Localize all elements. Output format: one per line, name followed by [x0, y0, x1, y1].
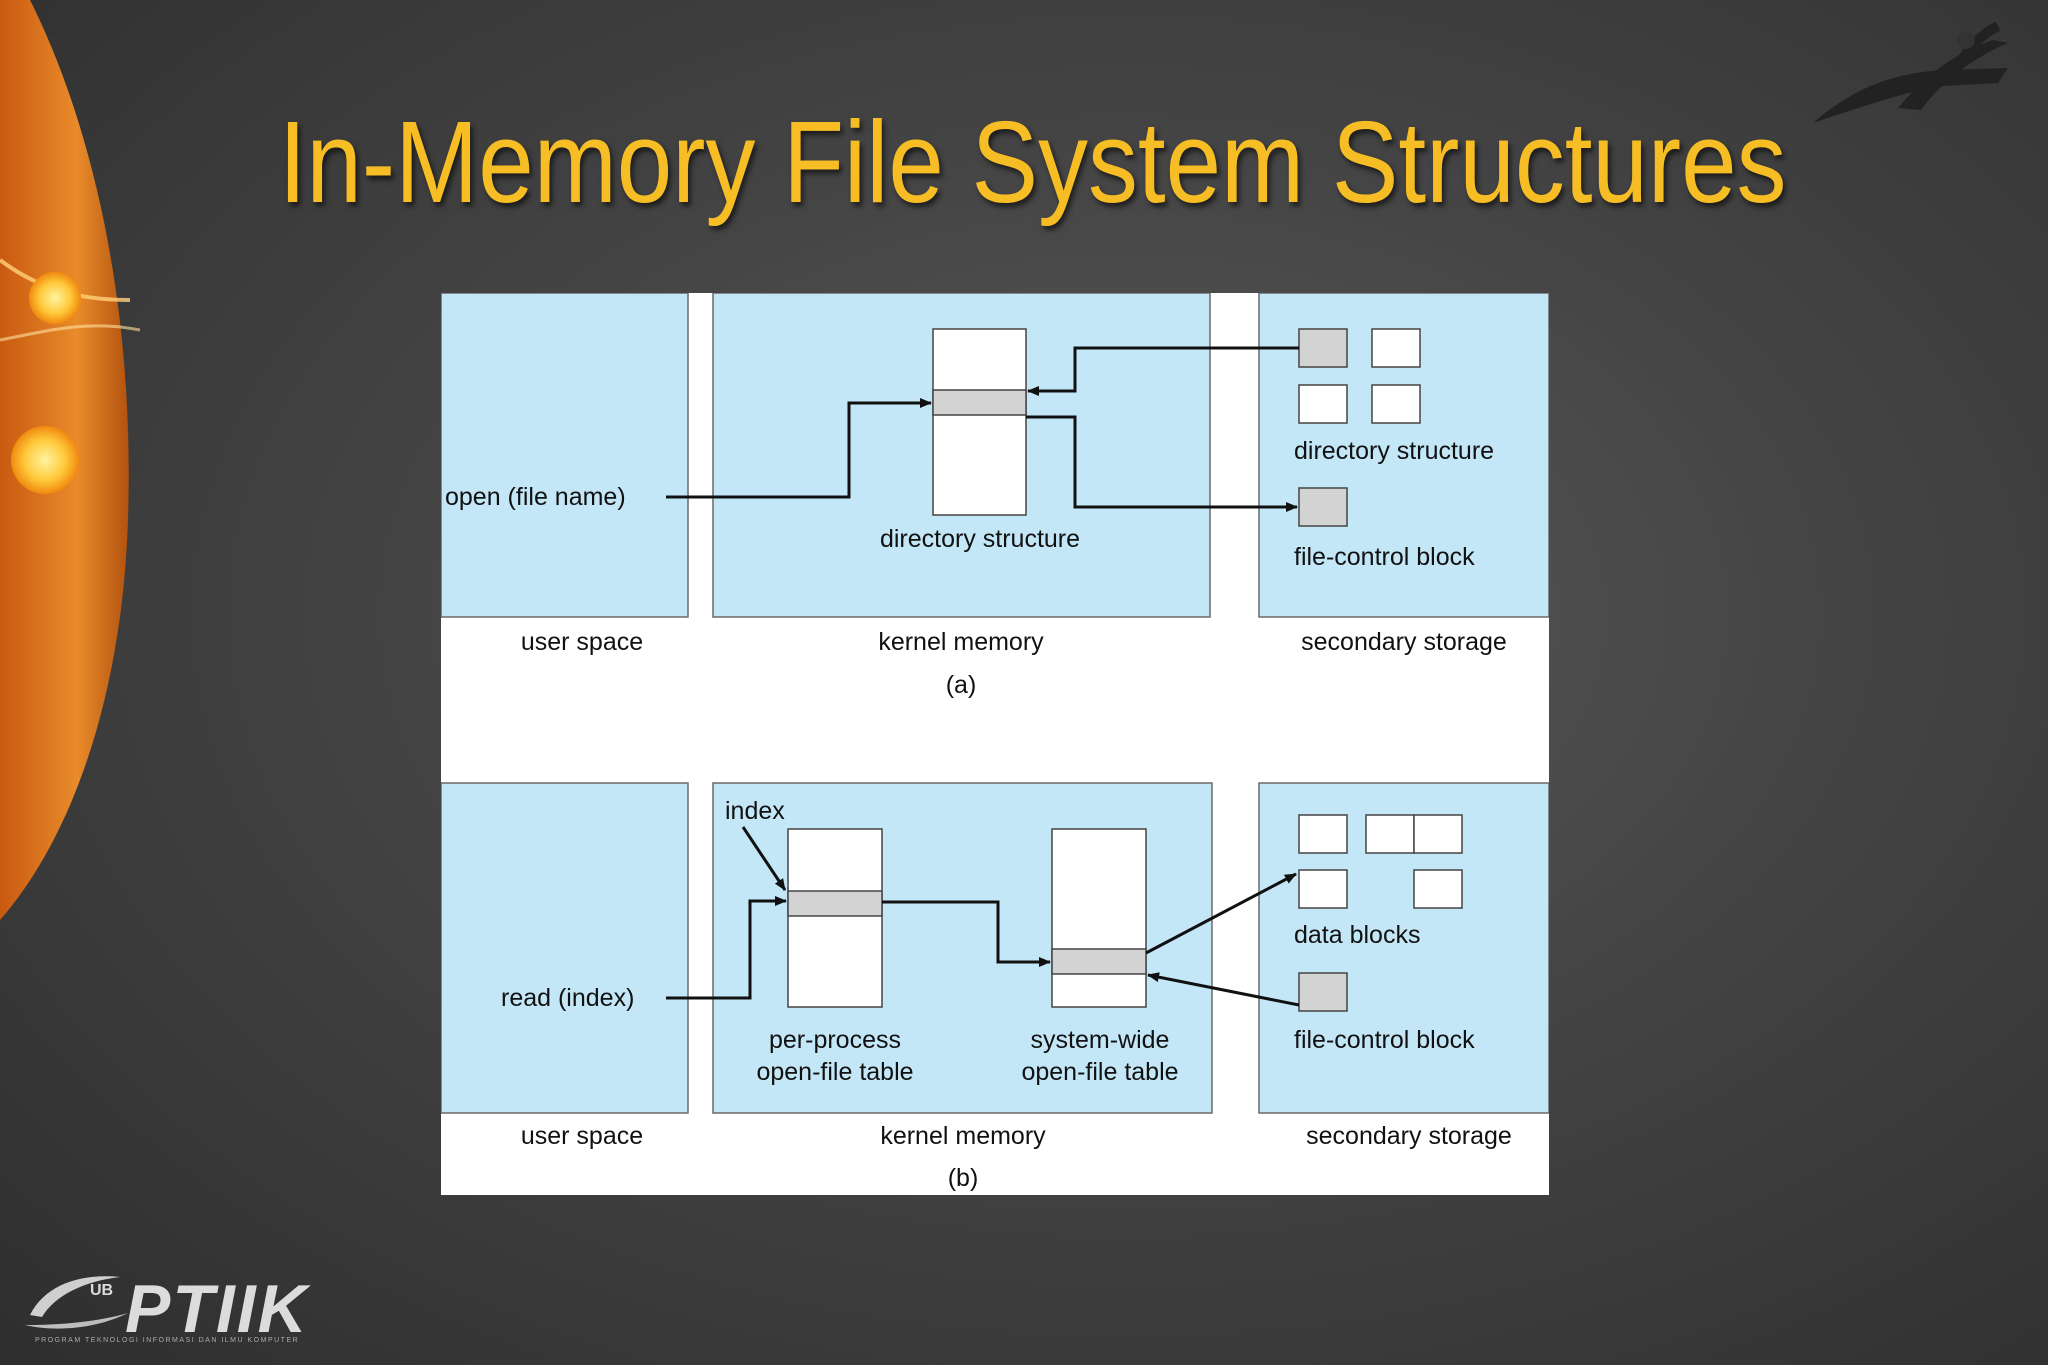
open-call-label: open (file name): [445, 483, 626, 511]
data-block: [1365, 814, 1415, 854]
storage-fcb-label: file-control block: [1294, 543, 1475, 571]
per-process-label-line1: per-process: [769, 1026, 901, 1054]
index-label: index: [725, 797, 785, 825]
per-process-open-file-table: [787, 828, 883, 1008]
part-b-caption: (b): [948, 1164, 979, 1192]
diagram-part-b: read (index) index per-process open-file…: [441, 782, 1549, 1192]
kernel-memory-caption: kernel memory: [880, 1122, 1046, 1150]
user-space-panel: [441, 293, 689, 618]
diagram-part-a: open (file name) directory structure dir…: [441, 293, 1549, 699]
kernel-memory-caption: kernel memory: [878, 628, 1044, 656]
dir-to-kernel-arrow: [1027, 346, 1299, 396]
directory-block: [1371, 384, 1421, 424]
directory-structure-table: [932, 328, 1027, 516]
fcb-to-system-arrow: [1147, 972, 1300, 1007]
orange-swoosh-decoration: [0, 0, 141, 920]
open-call-arrow: [666, 398, 932, 499]
file-system-diagram: open (file name) directory structure dir…: [441, 293, 1549, 1195]
directory-block: [1371, 328, 1421, 368]
page-title: In-Memory File System Structures: [278, 97, 1787, 227]
read-call-arrow: [666, 896, 787, 1000]
index-pointer-arrow: [741, 826, 787, 891]
brand-tagline: PROGRAM TEKNOLOGI INFORMASI DAN ILMU KOM…: [35, 1337, 300, 1344]
system-to-data-arrow: [1145, 872, 1297, 955]
ub-logo-icon: [1813, 21, 2008, 123]
ptiik-swoosh-icon: [25, 1276, 128, 1329]
per-process-label-line2: open-file table: [756, 1058, 913, 1086]
system-wide-label-line1: system-wide: [1031, 1026, 1170, 1054]
file-control-block: [1298, 487, 1348, 527]
data-blocks-label: data blocks: [1294, 921, 1420, 949]
user-space-caption: user space: [521, 628, 643, 656]
directory-block: [1298, 384, 1348, 424]
data-block: [1298, 814, 1348, 854]
storage-fcb-label: file-control block: [1294, 1026, 1475, 1054]
secondary-storage-caption: secondary storage: [1306, 1122, 1512, 1150]
glow-orb-icon: [29, 272, 81, 324]
kernel-directory-label: directory structure: [880, 525, 1080, 553]
directory-block: [1298, 328, 1348, 368]
secondary-storage-caption: secondary storage: [1301, 628, 1507, 656]
data-block: [1413, 814, 1463, 854]
per-process-entry: [787, 890, 883, 917]
brand-badge: UB: [90, 1282, 114, 1299]
user-space-panel: [441, 782, 689, 1114]
read-call-label: read (index): [501, 984, 634, 1012]
system-wide-label-line2: open-file table: [1021, 1058, 1178, 1086]
glow-orb-icon: [11, 426, 79, 494]
file-control-block: [1298, 972, 1348, 1012]
user-space-caption: user space: [521, 1122, 643, 1150]
per-process-to-system-arrow: [882, 900, 1051, 967]
data-block: [1413, 869, 1463, 909]
directory-entry: [932, 389, 1027, 416]
kernel-to-fcb-arrow: [1026, 415, 1298, 512]
storage-directory-label: directory structure: [1294, 437, 1494, 465]
data-block: [1298, 869, 1348, 909]
system-wide-open-file-table: [1051, 828, 1147, 1008]
brand-logo-text: PTIIK: [125, 1271, 309, 1347]
part-a-caption: (a): [946, 671, 977, 699]
system-wide-entry: [1051, 948, 1147, 975]
